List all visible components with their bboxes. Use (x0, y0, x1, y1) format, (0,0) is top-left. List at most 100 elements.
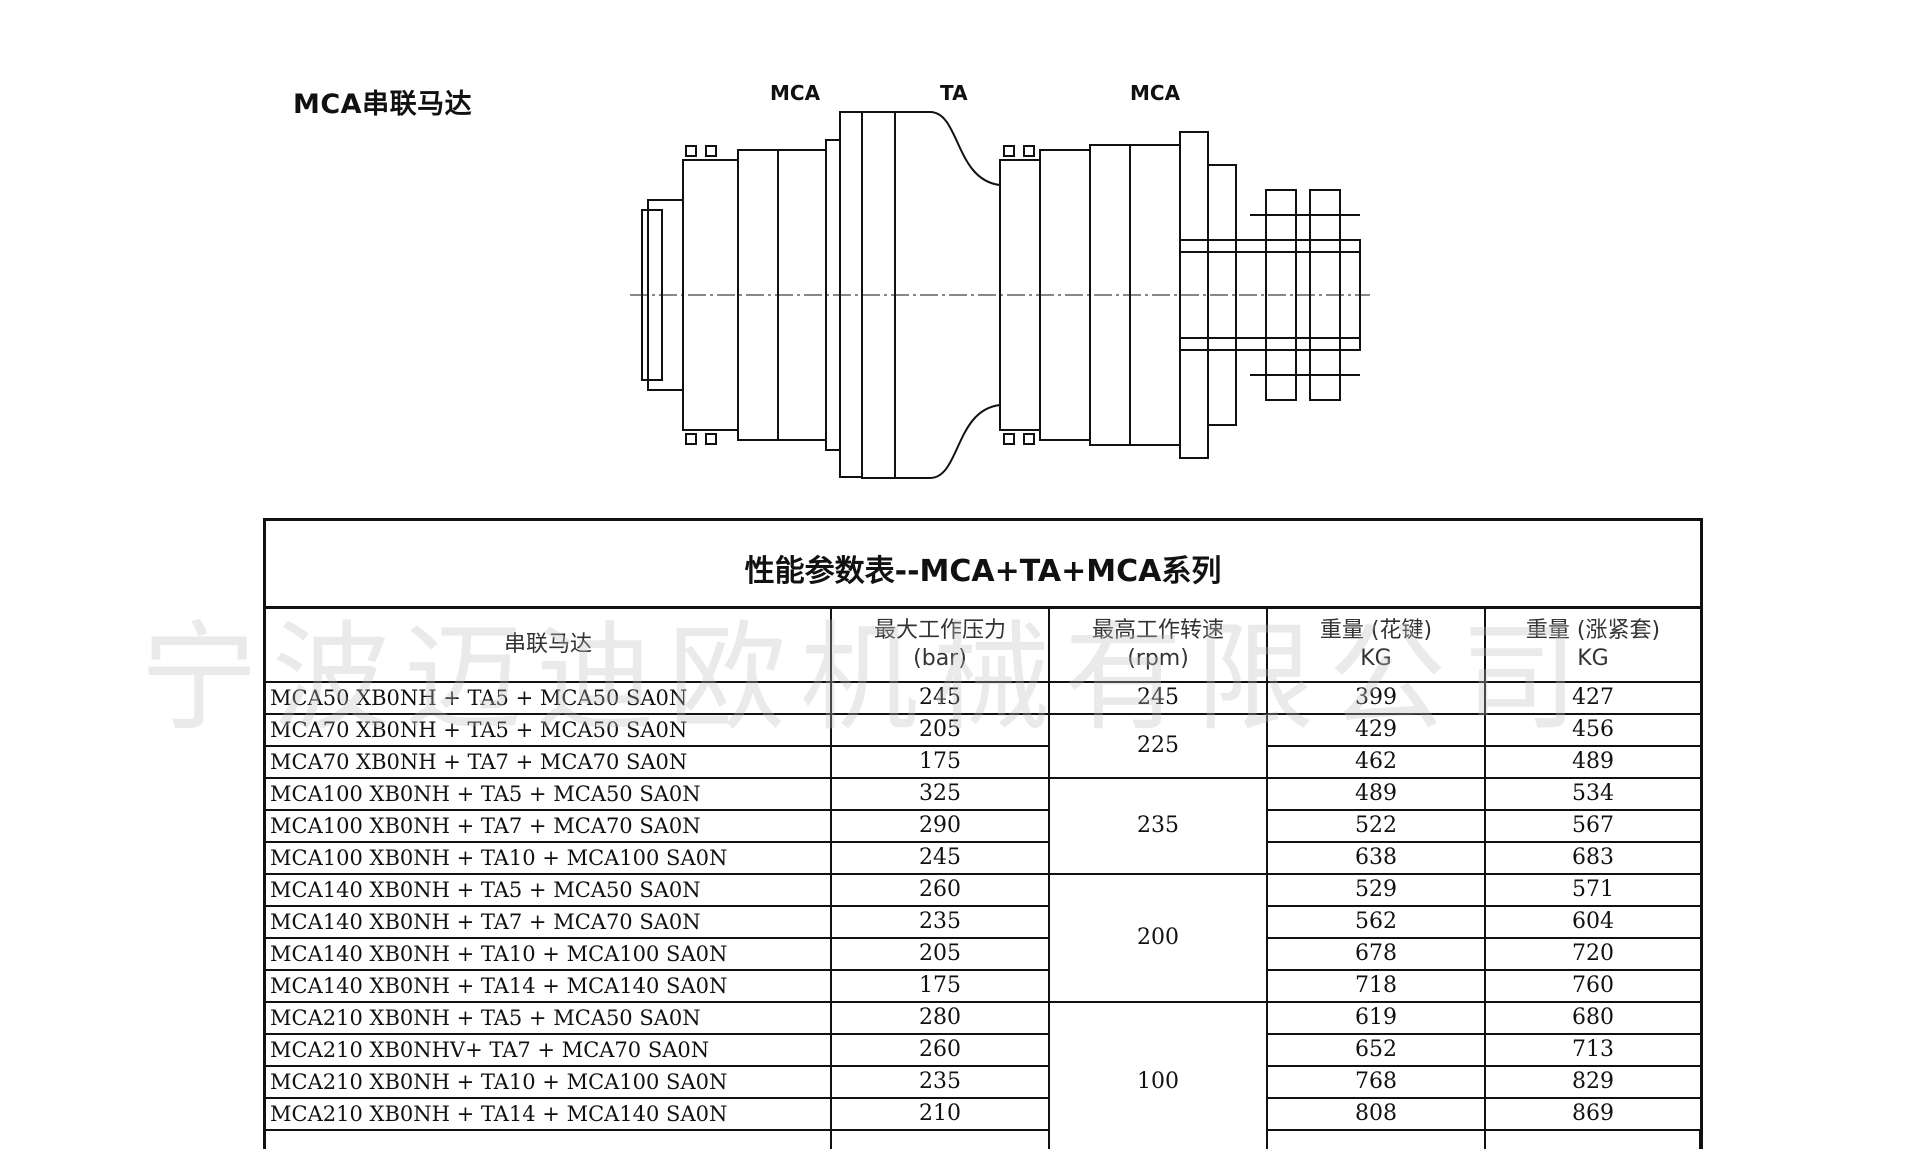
header-line: 最高工作转速 (1091, 618, 1224, 643)
weight-lock-cell: 427 (1484, 681, 1700, 715)
speed-cell (1266, 1129, 1486, 1149)
model-cell: MCA140 XB0NH + TA10 + MCA100 SA0N (266, 937, 832, 971)
weight-lock-cell: 567 (1484, 809, 1700, 843)
weight-spline-cell: 562 (1266, 905, 1486, 939)
weight-spline-cell (1484, 1129, 1700, 1149)
parameters-table: 串联马达 最大工作压力 (bar) 最高工作转速 (rpm) 重量 (花键) KG 重… (266, 609, 1700, 1149)
header-weight-lock: 重量 (涨紧套)KG (1484, 609, 1700, 683)
model-cell: MCA100 XB0NH + TA5 + MCA50 SA0N (266, 777, 832, 811)
model-cell: MCA50 XB0NH + TA5 + MCA50 SA0N (266, 681, 832, 715)
header-unit: (bar) (913, 646, 967, 671)
pressure-cell: 205 (830, 937, 1050, 971)
weight-spline-cell: 529 (1266, 873, 1486, 907)
header-line: 重量 (花键) (1319, 618, 1433, 643)
weight-lock-cell: 456 (1484, 713, 1700, 747)
model-cell: MCA140 XB0NH + TA7 + MCA70 SA0N (266, 905, 832, 939)
weight-lock-cell: 869 (1484, 1097, 1700, 1131)
model-cell: MCA210 XB0NHV+ TA7 + MCA70 SA0N (266, 1033, 832, 1067)
table-title: 性能参数表--MCA+TA+MCA系列 (266, 521, 1700, 609)
drawing-label-mca-right: MCA (1130, 81, 1181, 105)
weight-spline-cell: 489 (1266, 777, 1486, 811)
weight-lock-cell: 829 (1484, 1065, 1700, 1099)
model-cell: MCA100 XB0NH + TA7 + MCA70 SA0N (266, 809, 832, 843)
weight-lock-cell: 683 (1484, 841, 1700, 875)
pressure-cell: 235 (830, 1065, 1050, 1099)
document-title: MCA串联马达 (293, 89, 473, 120)
speed-cell: 225 (1048, 713, 1268, 779)
weight-lock-cell: 720 (1484, 937, 1700, 971)
pressure-cell: 205 (830, 713, 1050, 747)
header-max-pressure: 最大工作压力 (bar) (830, 609, 1050, 683)
header-weight-spline: 重量 (花键) KG (1266, 609, 1486, 683)
weight-spline-cell: 808 (1266, 1097, 1486, 1131)
pressure-cell: 245 (830, 681, 1050, 715)
table-header-row: 串联马达 最大工作压力 (bar) 最高工作转速 (rpm) 重量 (花键) KG 重… (266, 609, 1700, 683)
pressure-cell (830, 1129, 1050, 1149)
pressure-cell: 260 (830, 1033, 1050, 1067)
speed-cell: 100 (1048, 1001, 1268, 1149)
weight-spline-cell: 678 (1266, 937, 1486, 971)
model-cell: MCA70 XB0NH + TA5 + MCA50 SA0N (266, 713, 832, 747)
model-cell: MCA140 XB0NH + TA14 + MCA140 SA0N (266, 969, 832, 1003)
pressure-cell: 280 (830, 1001, 1050, 1035)
weight-lock-cell: 713 (1484, 1033, 1700, 1067)
drawing-label-ta: TA (940, 81, 968, 105)
model-cell: MCA210 XB0NH + TA14 + MCA140 SA0N (266, 1097, 832, 1131)
weight-spline-cell: 652 (1266, 1033, 1486, 1067)
weight-lock-cell: 760 (1484, 969, 1700, 1003)
table-row (266, 1129, 1700, 1149)
header-unit: KG (1360, 646, 1392, 671)
model-cell (266, 1129, 832, 1149)
header-max-speed: 最高工作转速 (rpm) (1048, 609, 1268, 683)
weight-spline-cell: 768 (1266, 1065, 1486, 1099)
weight-lock-cell: 489 (1484, 745, 1700, 779)
performance-table: 性能参数表--MCA+TA+MCA系列 串联马达 最大工作压力 (bar) 最高工… (263, 518, 1703, 1149)
header-unit: KG (1577, 646, 1609, 671)
pressure-cell: 245 (830, 841, 1050, 875)
model-cell: MCA70 XB0NH + TA7 + MCA70 SA0N (266, 745, 832, 779)
weight-spline-cell: 399 (1266, 681, 1486, 715)
model-cell: MCA140 XB0NH + TA5 + MCA50 SA0N (266, 873, 832, 907)
speed-cell: 200 (1048, 873, 1268, 1003)
weight-spline-cell: 619 (1266, 1001, 1486, 1035)
pressure-cell: 235 (830, 905, 1050, 939)
header-line: 最大工作压力 (873, 618, 1006, 643)
drawing-label-mca-left: MCA (770, 81, 821, 105)
pressure-cell: 175 (830, 969, 1050, 1003)
header-tandem-motor: 串联马达 (266, 609, 832, 683)
pressure-cell: 325 (830, 777, 1050, 811)
weight-spline-cell: 718 (1266, 969, 1486, 1003)
model-cell: MCA100 XB0NH + TA10 + MCA100 SA0N (266, 841, 832, 875)
weight-lock-cell: 680 (1484, 1001, 1700, 1035)
weight-lock-cell: 604 (1484, 905, 1700, 939)
pressure-cell: 290 (830, 809, 1050, 843)
model-cell: MCA210 XB0NH + TA10 + MCA100 SA0N (266, 1065, 832, 1099)
speed-cell: 235 (1048, 777, 1268, 875)
tandem-motor-drawing: MCA TA MCA (630, 81, 1370, 479)
weight-lock-cell: 571 (1484, 873, 1700, 907)
pressure-cell: 260 (830, 873, 1050, 907)
model-cell: MCA210 XB0NH + TA5 + MCA50 SA0N (266, 1001, 832, 1035)
speed-cell: 245 (1048, 681, 1268, 715)
pressure-cell: 210 (830, 1097, 1050, 1131)
header-line: 串联马达 (503, 632, 592, 657)
weight-spline-cell: 462 (1266, 745, 1486, 779)
header-unit: (rpm) (1127, 646, 1189, 671)
weight-spline-cell: 429 (1266, 713, 1486, 747)
weight-spline-cell: 638 (1266, 841, 1486, 875)
pressure-cell: 175 (830, 745, 1050, 779)
